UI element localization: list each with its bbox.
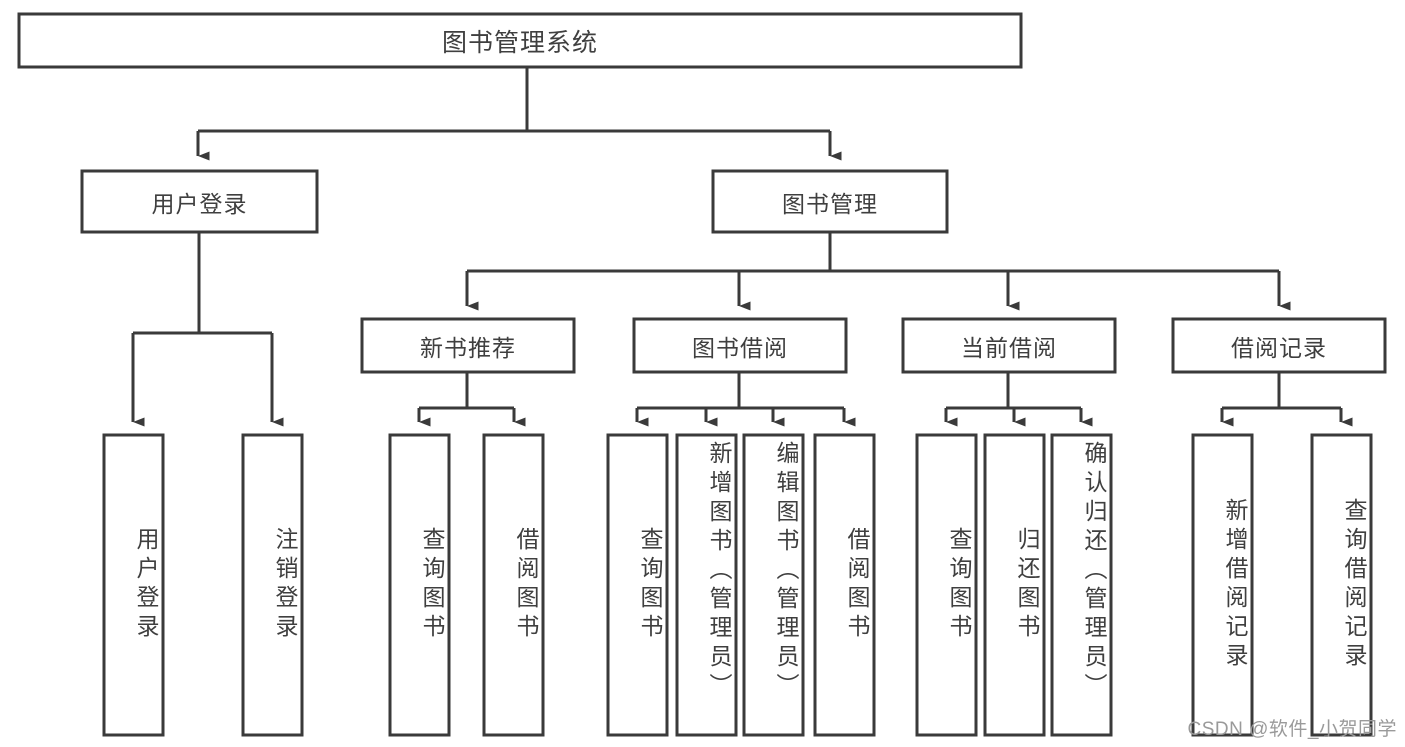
node-leaf-add-record-box[interactable]	[1191, 433, 1254, 737]
node-user-login-box[interactable]	[80, 169, 319, 234]
node-leaf-confirm-return-box[interactable]	[1050, 433, 1113, 737]
node-book-manage-box[interactable]	[711, 169, 949, 234]
node-leaf-edit-book-box[interactable]	[742, 433, 805, 737]
node-book-borrow-box[interactable]	[632, 317, 848, 374]
node-leaf-user-login-box[interactable]	[102, 433, 165, 737]
node-borrow-record-box[interactable]	[1171, 317, 1387, 374]
node-leaf-query-book-1-box[interactable]	[388, 433, 451, 737]
node-current-borrow-box[interactable]	[901, 317, 1117, 374]
node-leaf-borrow-book-1-box[interactable]	[482, 433, 545, 737]
node-leaf-query-record-box[interactable]	[1310, 433, 1373, 737]
node-leaf-query-book-2-box[interactable]	[606, 433, 669, 737]
node-leaf-query-book-3-box[interactable]	[915, 433, 978, 737]
node-root-box[interactable]	[17, 12, 1023, 69]
csdn-watermark: CSDN @软件_小贺同学	[1187, 719, 1397, 740]
node-leaf-return-book-box[interactable]	[983, 433, 1046, 737]
node-leaf-user-logout-box[interactable]	[241, 433, 304, 737]
node-new-book-recommend-box[interactable]	[360, 317, 576, 374]
node-leaf-add-book-box[interactable]	[675, 433, 738, 737]
node-leaf-borrow-book-2-box[interactable]	[813, 433, 876, 737]
